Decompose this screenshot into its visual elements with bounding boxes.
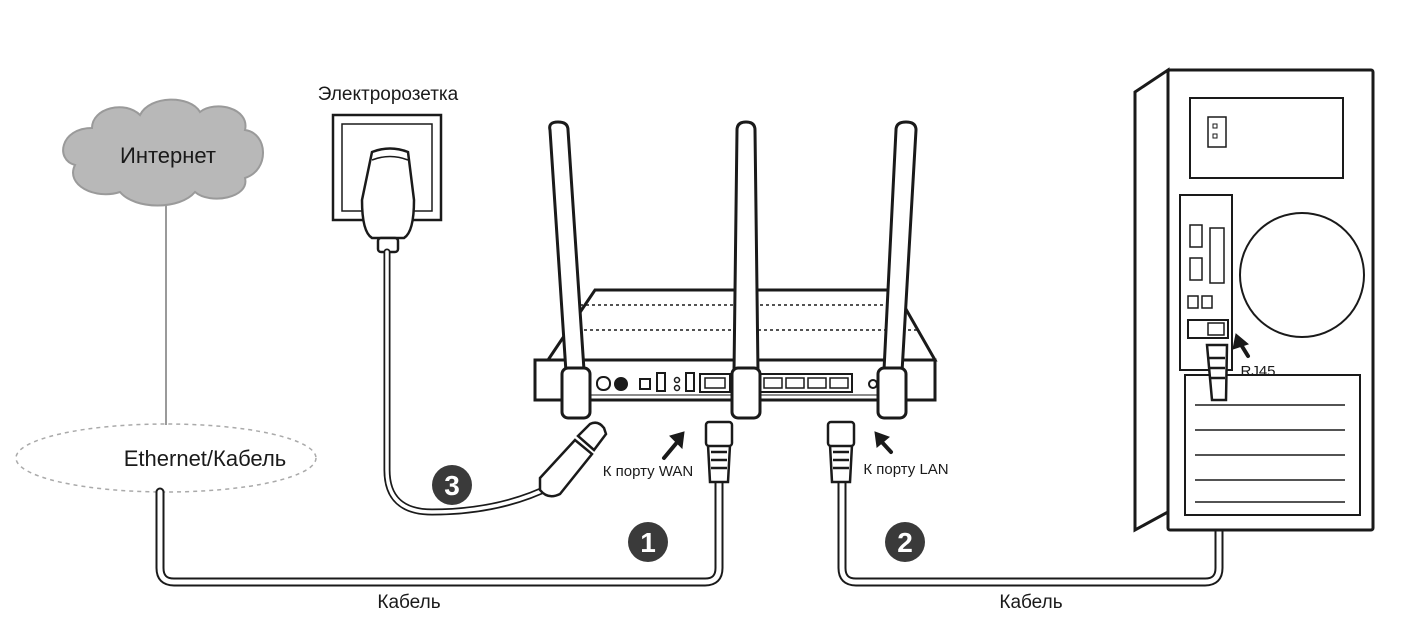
lan-plug bbox=[826, 420, 856, 484]
lan-arrow bbox=[874, 431, 893, 454]
wan-port-label: К порту WAN bbox=[603, 463, 694, 480]
step-badge-2: 2 bbox=[885, 522, 925, 562]
svg-text:1: 1 bbox=[640, 527, 656, 558]
ethernet-label: Ethernet/Кабель bbox=[124, 446, 287, 471]
power-plug bbox=[538, 421, 608, 498]
wan-plug bbox=[704, 420, 734, 484]
rj45-arrow bbox=[1232, 333, 1250, 358]
pc-tower bbox=[1133, 67, 1375, 533]
cable-label-right: Кабель bbox=[999, 592, 1062, 613]
step-badge-3: 3 bbox=[432, 465, 472, 505]
power-cable bbox=[383, 248, 556, 516]
power-adapter bbox=[360, 147, 416, 254]
router-antennas bbox=[548, 120, 918, 420]
cable-wan bbox=[155, 475, 724, 587]
internet-label: Интернет bbox=[120, 143, 216, 168]
pc-rj45-plug bbox=[1205, 343, 1229, 402]
rj45-label: RJ45 bbox=[1240, 363, 1275, 380]
lan-port-label: К порту LAN bbox=[863, 461, 948, 478]
step-badge-1: 1 bbox=[628, 522, 668, 562]
cable-lan bbox=[837, 395, 1224, 587]
svg-text:2: 2 bbox=[897, 527, 913, 558]
ethernet-source: Ethernet/Кабель bbox=[15, 423, 317, 493]
internet-cloud: Интернет bbox=[62, 98, 264, 207]
wan-arrow bbox=[662, 431, 685, 460]
cable-label-left: Кабель bbox=[377, 592, 440, 613]
power-outlet-label: Электророзетка bbox=[318, 84, 459, 105]
svg-text:3: 3 bbox=[444, 470, 460, 501]
